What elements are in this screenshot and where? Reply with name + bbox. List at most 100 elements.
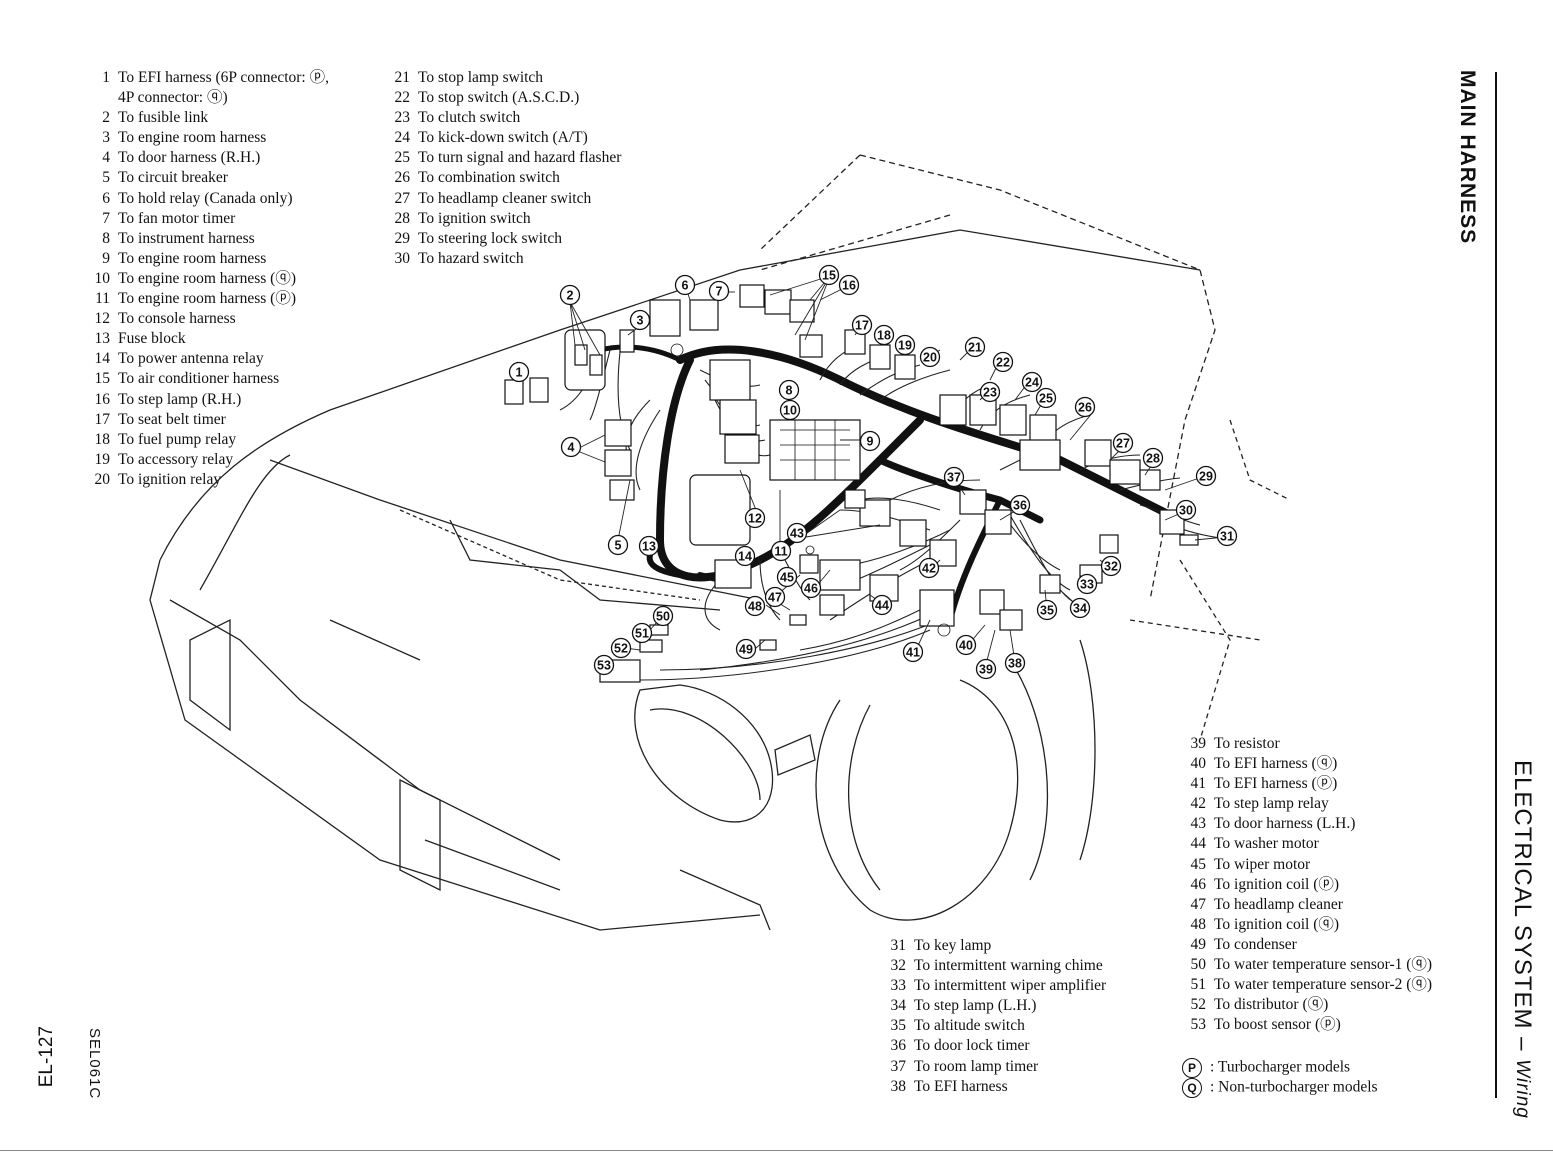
legend-number: 32 [890,957,907,975]
legend-number: 39 [1190,735,1207,752]
car-outline [149,154,1291,931]
callout-45: 45 [776,566,798,588]
legend-text: To fan motor timer [118,209,236,227]
legend-text: To ignition coil (ⓠ) [1214,915,1340,933]
callout-22: 22 [992,351,1014,373]
legend-number: 49 [1190,935,1207,953]
callout-circle [734,545,756,567]
callout-number: 40 [959,638,973,652]
callout-27: 27 [1112,432,1134,454]
legend-number: 7 [102,209,110,227]
callout-number: 44 [875,598,889,612]
callout-24: 24 [1021,371,1043,393]
callout-number: 23 [983,385,997,399]
legend-text: To engine room harness (ⓟ) [118,290,296,308]
callout-circle [1142,447,1164,469]
legend-number: 53 [1190,1016,1207,1034]
legend-text: To step lamp (R.H.) [118,390,242,408]
callout-number: 10 [783,403,797,417]
legend-text: To intermittent wiper amplifier [914,977,1107,995]
legend-text: To hold relay (Canada only) [118,189,293,207]
legend-number: 45 [1190,855,1207,873]
legend-text: To wiper motor [1214,855,1311,873]
callout-number: 5 [615,538,622,552]
callout-11: 11 [770,540,792,562]
callout-48: 48 [744,595,766,617]
callout-circle [975,658,997,680]
callout-circle [800,577,822,599]
legend-number: 43 [1190,815,1207,833]
callout-number: 7 [716,284,723,298]
legend-text: To engine room harness [118,249,267,267]
callout-number: 51 [635,626,649,640]
legend-text: To washer motor [1214,835,1319,853]
callout-16: 16 [838,274,860,296]
legend-number: 44 [1190,835,1207,853]
callout-circle [778,379,800,401]
callout-40: 40 [955,634,977,656]
callout-circle [764,586,786,608]
legend-number: 24 [394,129,411,147]
legend-number: 6 [102,189,110,207]
legend-number: 12 [94,310,111,328]
callout-34: 34 [1069,597,1091,619]
callout-7: 7 [708,280,730,302]
connectors [504,284,1199,683]
callout-4: 4 [560,436,582,458]
legend-number: 10 [94,269,111,287]
legend-text: To key lamp [914,937,992,954]
callout-circle [1216,525,1238,547]
callout-circle [1035,387,1057,409]
legend-right-item: 48 To ignition coil (ⓠ) [1180,915,1432,935]
callout-circle [955,634,977,656]
legend-text: To EFI harness (ⓟ) [1214,775,1338,793]
legend-number: 48 [1190,915,1207,933]
legend-left-item: 7 To fan motor timer [84,209,329,229]
callout-circle [744,507,766,529]
legend-number: 5 [102,169,110,187]
p-symbol-icon: P [1182,1058,1202,1078]
callout-circle [779,399,801,421]
legend-number: 34 [890,997,907,1015]
legend-number: 46 [1190,875,1207,893]
callout-29: 29 [1195,465,1217,487]
legend-number: 4 [102,149,110,167]
legend-text: To ignition relay [118,470,222,488]
callout-number: 24 [1025,375,1039,389]
callout-number: 37 [947,470,961,484]
callout-number: 2 [567,288,574,302]
legend-number: 29 [394,229,411,247]
callout-number: 21 [968,340,982,354]
callout-circle [964,336,986,358]
callout-46: 46 [800,577,822,599]
callout-8: 8 [778,379,800,401]
callout-number: 20 [923,350,937,364]
legend-text: To hazard switch [418,249,524,267]
callout-number: 45 [780,570,794,584]
callout-51: 51 [631,622,653,644]
legend-number: 36 [890,1037,907,1055]
callout-number: 17 [855,318,869,332]
legend-text: To door harness (L.H.) [1214,815,1356,833]
callout-circle [1175,499,1197,521]
callout-circle [1195,465,1217,487]
callout-47: 47 [764,586,786,608]
callout-32: 32 [1100,555,1122,577]
legend-number: 47 [1190,895,1207,913]
